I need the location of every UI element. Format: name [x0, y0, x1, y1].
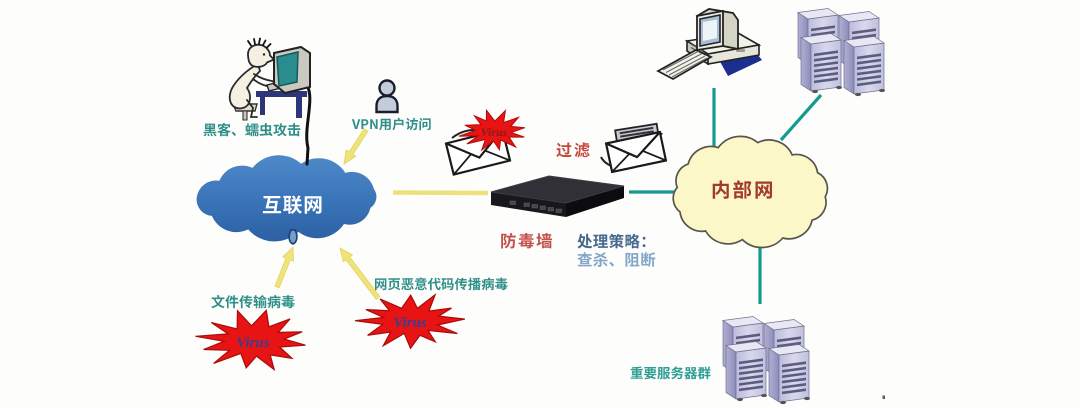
svg-text:Virus: Virus [481, 125, 508, 139]
svg-text:Virus: Virus [393, 315, 427, 331]
svg-text:Virus: Virus [236, 335, 270, 351]
